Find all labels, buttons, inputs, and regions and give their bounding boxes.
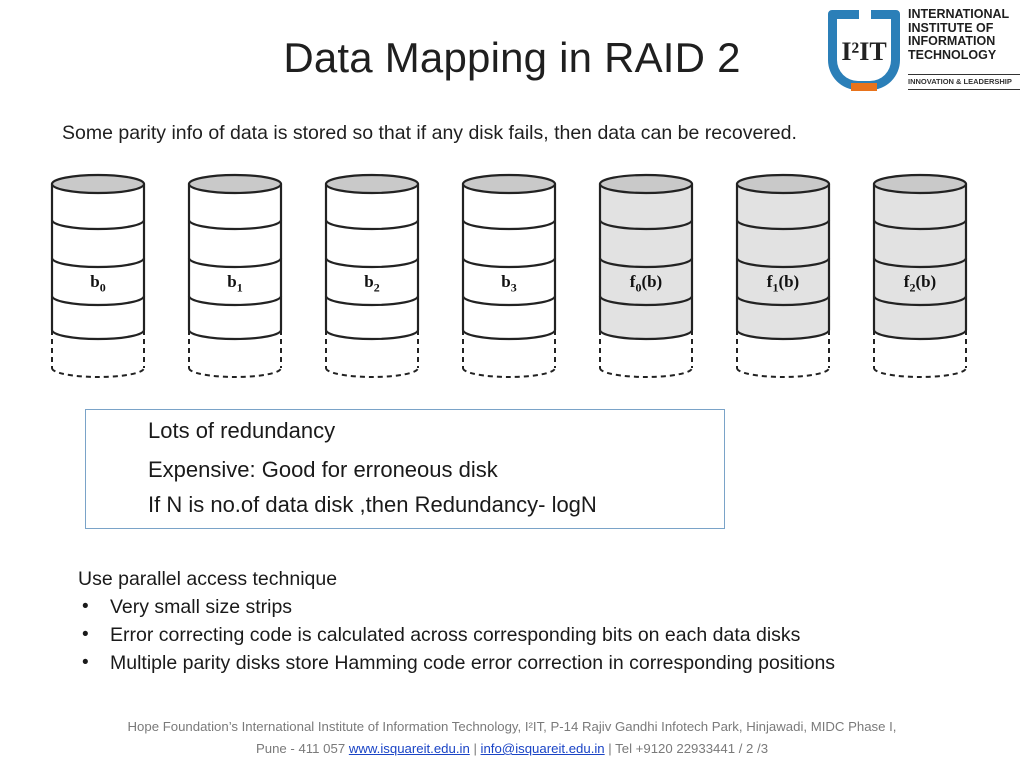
disk-label: f1(b) <box>766 272 800 295</box>
box-line-lognote: If N is no.of data disk ,then Redundancy… <box>148 492 597 517</box>
box-line-expensive: Expensive: Good for erroneous disk <box>148 457 498 482</box>
logo-accent-bar <box>851 83 877 91</box>
bullet-icon: • <box>82 652 89 673</box>
disk-shape <box>598 173 694 378</box>
logo-line: INSTITUTE OF <box>908 20 994 35</box>
disk-cylinder: f2(b) <box>872 172 968 380</box>
points-heading: Use parallel access technique <box>78 568 338 590</box>
box-line-redundancy: Lots of redundancy <box>148 418 336 443</box>
logo-text: INTERNATIONAL INSTITUTE OF INFORMATION T… <box>908 7 1020 62</box>
slide-subtitle: Some parity info of data is stored so th… <box>62 122 797 144</box>
disk-shape <box>187 173 283 378</box>
disk-cylinder: b1 <box>187 172 283 380</box>
bullet-item: • Error correcting code is calculated ac… <box>78 621 978 649</box>
disk-label: f2(b) <box>903 272 937 295</box>
disk-label: f0(b) <box>629 272 663 295</box>
logo-mark-text: I²IT <box>841 37 887 66</box>
disk-shape <box>872 173 968 378</box>
disk-label: b2 <box>364 272 380 295</box>
key-points: Use parallel access technique • Very sma… <box>78 566 978 677</box>
footer-separator: | <box>469 741 481 756</box>
disk-shape <box>735 173 831 378</box>
bullet-text: Error correcting code is calculated acro… <box>110 624 801 646</box>
disk-cylinder: f0(b) <box>598 172 694 380</box>
disk-shape <box>50 173 146 378</box>
bullet-item: • Very small size strips <box>78 593 978 621</box>
logo-mark-icon: I²IT <box>828 9 900 91</box>
logo-line: INTERNATIONAL <box>908 7 1010 21</box>
slide-footer: Hope Foundation’s International Institut… <box>0 716 1024 760</box>
footer-phone: | Tel +9120 22933441 / 2 /3 <box>604 741 769 756</box>
footer-contact: Pune - 411 057 www.isquareit.edu.in | in… <box>0 738 1024 760</box>
disk-cylinder: b0 <box>50 172 146 380</box>
website-link[interactable]: www.isquareit.edu.in <box>348 741 470 756</box>
disk-cylinder: b2 <box>324 172 420 380</box>
logo-line: INFORMATION <box>908 34 996 48</box>
bullet-icon: • <box>82 624 89 645</box>
bullet-text: Very small size strips <box>110 596 293 618</box>
footer-city: Pune - 411 057 <box>255 741 349 756</box>
disk-label: b1 <box>227 272 243 295</box>
institute-logo: I²IT INTERNATIONAL INSTITUTE OF INFORMAT… <box>824 6 1022 96</box>
bullet-item: • Multiple parity disks store Hamming co… <box>78 649 930 677</box>
disk-shape <box>324 173 420 378</box>
slide-title: Data Mapping in RAID 2 <box>283 34 741 81</box>
logo-line: TECHNOLOGY <box>908 47 997 62</box>
email-link[interactable]: info@isquareit.edu.in <box>480 741 605 756</box>
disk-shape <box>461 173 557 378</box>
logo-tagline: INNOVATION & LEADERSHIP <box>908 74 1020 90</box>
disk-cylinder: b3 <box>461 172 557 380</box>
footer-address: Hope Foundation’s International Institut… <box>127 719 897 734</box>
disk-label: b3 <box>501 272 517 295</box>
disk-cylinder: f1(b) <box>735 172 831 380</box>
bullet-text: Multiple parity disks store Hamming code… <box>110 652 836 674</box>
redundancy-box: Lots of redundancy Expensive: Good for e… <box>85 409 725 529</box>
bullet-icon: • <box>82 596 89 617</box>
raid-disk-diagram: b0 b1 b2 b3 f0(b) f1(b) f2(b) <box>50 172 980 380</box>
disk-label: b0 <box>90 272 106 295</box>
